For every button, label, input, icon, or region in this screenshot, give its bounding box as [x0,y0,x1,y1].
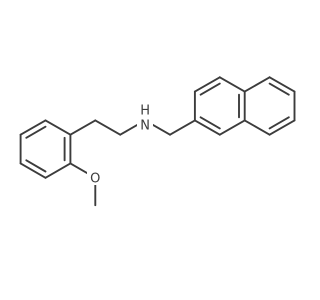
amine-nitrogen-label: N [140,118,150,133]
bond [193,119,221,136]
bond [218,119,246,136]
bond [69,119,97,136]
bond [44,119,72,136]
bond [243,76,271,93]
ether-oxygen-label: O [90,171,100,186]
bonds [19,76,296,207]
bond [193,76,221,93]
bond-inner [199,82,221,96]
bond-inner [25,159,47,173]
amine-hydrogen-label: H [140,103,150,118]
label-background [87,170,104,185]
bond [94,119,122,136]
bond [44,162,72,179]
molecule-structure-diagram: H N O [19,76,296,207]
bond [169,119,196,136]
bond [243,119,271,136]
bond [268,76,296,93]
bond-inner [199,116,221,130]
atom-labels: H N O [87,103,153,186]
bond-inner [268,116,290,130]
bond [218,76,246,93]
bond-inner [25,125,47,139]
bond-inner [268,82,290,96]
label-background [137,108,153,132]
bond [268,119,296,136]
bond [19,162,47,179]
bond [19,119,47,136]
